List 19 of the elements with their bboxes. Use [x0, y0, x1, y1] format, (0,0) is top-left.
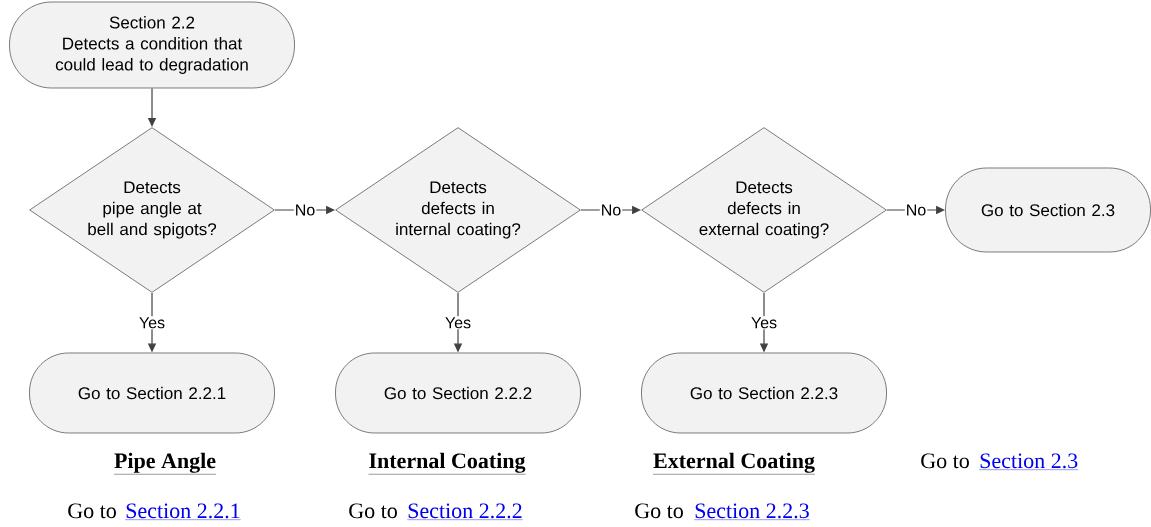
edge-label: Yes	[443, 316, 473, 330]
link: Section 2.2.3	[694, 503, 810, 520]
terminal-box: Go to Section 2.2.2	[335, 352, 581, 434]
edge-label: Yes	[137, 316, 167, 330]
edge-label: No	[293, 203, 317, 217]
link-prefix: Go to	[68, 503, 116, 519]
link: Section 2.2.1	[125, 503, 241, 520]
terminal-box: Go to Section 2.2.1	[29, 352, 275, 434]
terminal-box: Section 2.2 Detects a condition that could lead to degradation	[9, 1, 295, 89]
link: Section 2.3	[979, 453, 1079, 470]
link: Section 2.2.2	[407, 503, 523, 520]
edge-label: No	[904, 203, 928, 217]
link-prefix: Go to	[635, 503, 683, 519]
edge-label: No	[599, 203, 623, 217]
terminal-box: Go to Section 2.2.3	[641, 352, 887, 434]
edge-label: Yes	[749, 316, 779, 330]
link-prefix: Go to	[349, 503, 397, 519]
link-prefix: Go to	[921, 453, 969, 469]
terminal-box: Go to Section 2.3	[945, 167, 1151, 253]
